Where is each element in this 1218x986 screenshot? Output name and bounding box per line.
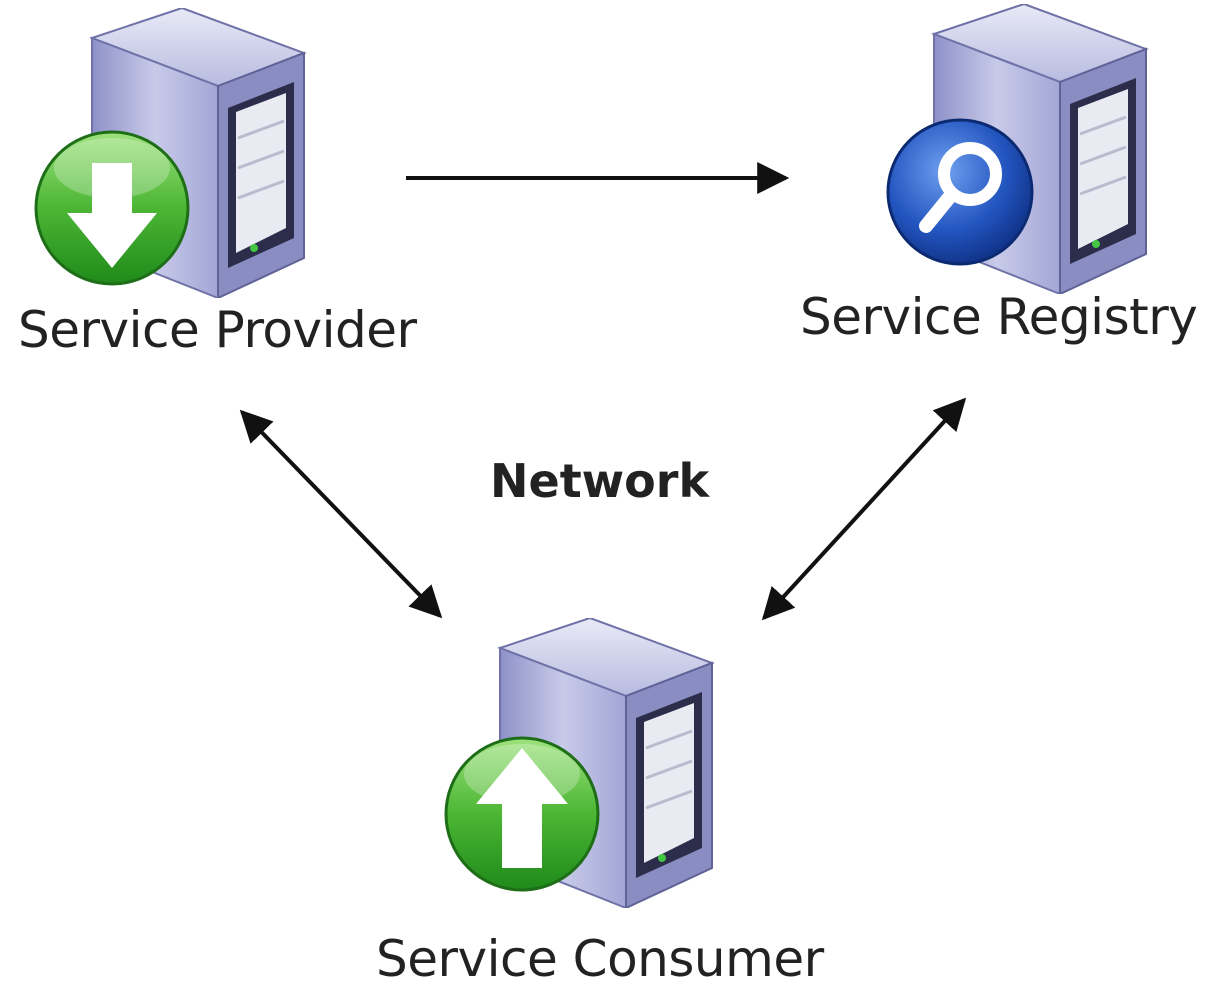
provider-label: Service Provider [18,301,417,359]
consumer-label: Service Consumer [376,930,824,986]
arrow-provider-consumer [239,409,443,619]
magnifier-icon [919,142,1002,233]
consumer-server-icon [444,618,715,908]
arrow-registry-consumer [761,397,967,621]
registry-server-icon [886,4,1149,294]
network-label: Network [490,454,710,508]
registry-label: Service Registry [800,288,1198,346]
provider-server-icon [34,8,307,298]
download-arrow-icon [67,163,157,268]
upload-arrow-icon [476,748,568,868]
